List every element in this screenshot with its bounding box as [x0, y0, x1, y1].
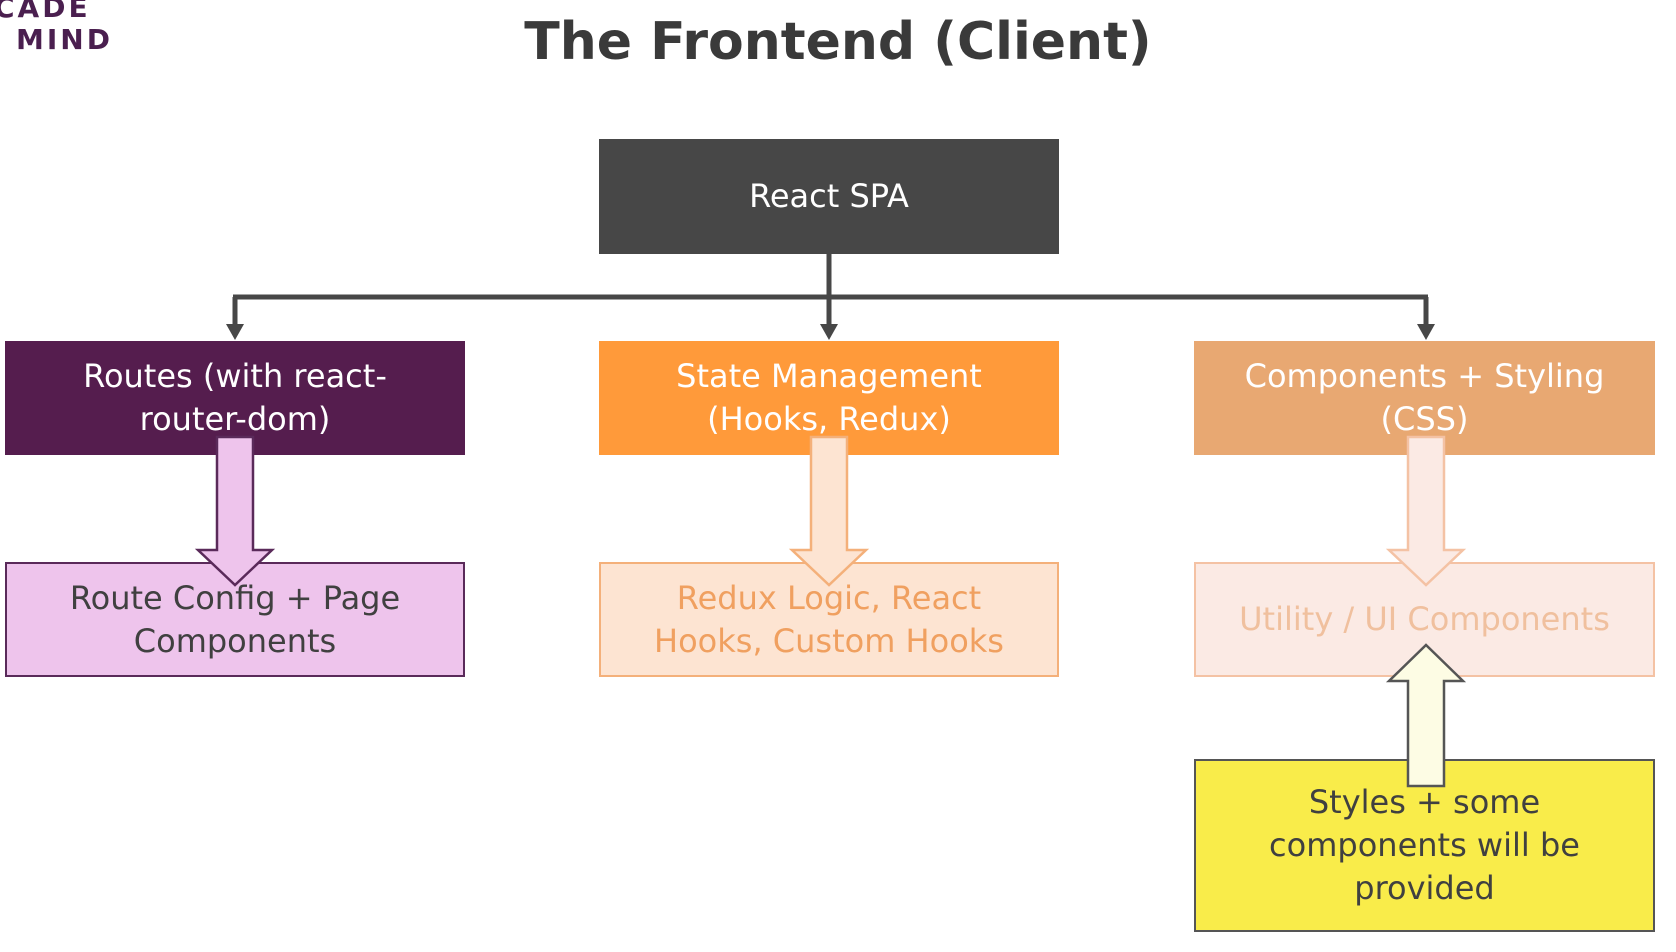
arrowhead-state — [820, 324, 838, 340]
node-styles-provided: Styles + some components will be provide… — [1194, 759, 1655, 932]
node-state-line-1: State Management — [676, 357, 982, 395]
node-styles-line-2: components will be — [1269, 826, 1580, 864]
node-react-spa-label: React SPA — [749, 177, 909, 215]
slide-title-text: The Frontend (Client) — [524, 12, 1152, 72]
node-route-config-line-1: Route Config + Page — [69, 578, 401, 617]
node-styles-line-3: provided — [1354, 869, 1495, 907]
node-redux-logic: Redux Logic, React Hooks, Custom Hooks — [599, 562, 1059, 677]
logo-line-1: CADE — [0, 0, 91, 24]
node-utility-ui-components: Utility / UI Components — [1194, 562, 1655, 677]
node-redux-logic-line-2: Hooks, Custom Hooks — [654, 621, 1004, 660]
node-routes: Routes (with react- router-dom) — [5, 341, 465, 455]
academind-logo: CADE MIND — [0, 0, 113, 56]
node-route-config-line-2: Components — [133, 621, 337, 660]
arrowhead-components — [1417, 324, 1435, 340]
node-state-line-2: (Hooks, Redux) — [707, 400, 951, 438]
logo-line-2: MIND — [16, 23, 113, 56]
node-routes-line-2: router-dom) — [139, 400, 331, 438]
node-components-styling: Components + Styling (CSS) — [1194, 341, 1655, 455]
slide-title: The Frontend (Client) — [0, 12, 1676, 72]
node-components-line-1: Components + Styling — [1244, 357, 1605, 395]
node-routes-line-1: Routes (with react- — [83, 357, 387, 395]
node-redux-logic-line-1: Redux Logic, React — [676, 578, 982, 617]
node-styles-line-1: Styles + some — [1308, 783, 1541, 821]
node-utility-label: Utility / UI Components — [1239, 600, 1610, 638]
arrowhead-routes — [226, 324, 244, 340]
node-components-line-2: (CSS) — [1380, 400, 1469, 438]
node-state-management: State Management (Hooks, Redux) — [599, 341, 1059, 455]
node-route-config: Route Config + Page Components — [5, 562, 465, 677]
node-react-spa: React SPA — [599, 139, 1059, 254]
